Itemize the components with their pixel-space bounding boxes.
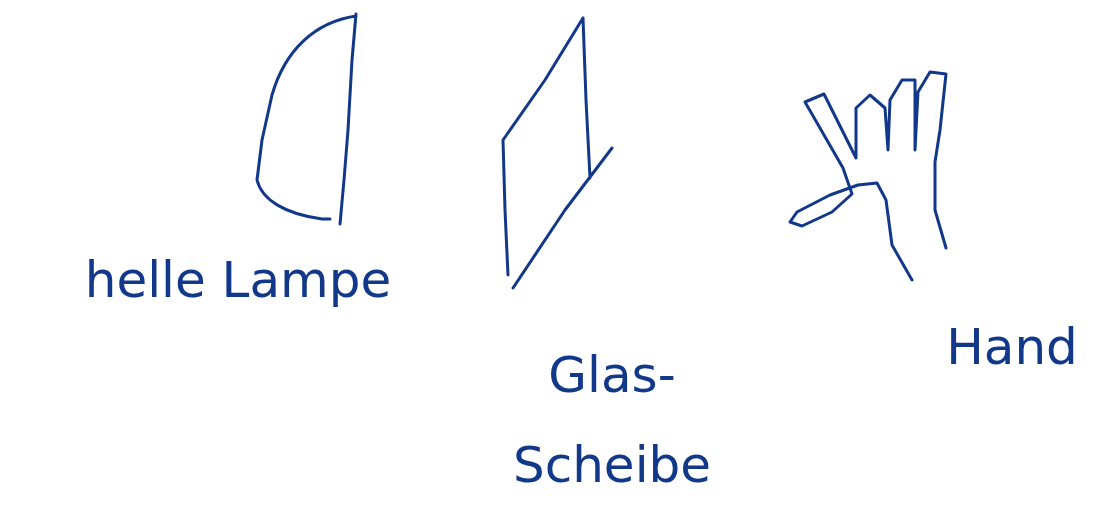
caption-label: Hand <box>917 312 1107 382</box>
hand-sketch <box>790 72 946 280</box>
caption-label: Glas- Scheibe <box>492 330 732 510</box>
lamp-sketch <box>257 14 356 224</box>
glass-pane-sketch <box>503 18 612 288</box>
caption-label: helle Lampe <box>18 245 458 315</box>
